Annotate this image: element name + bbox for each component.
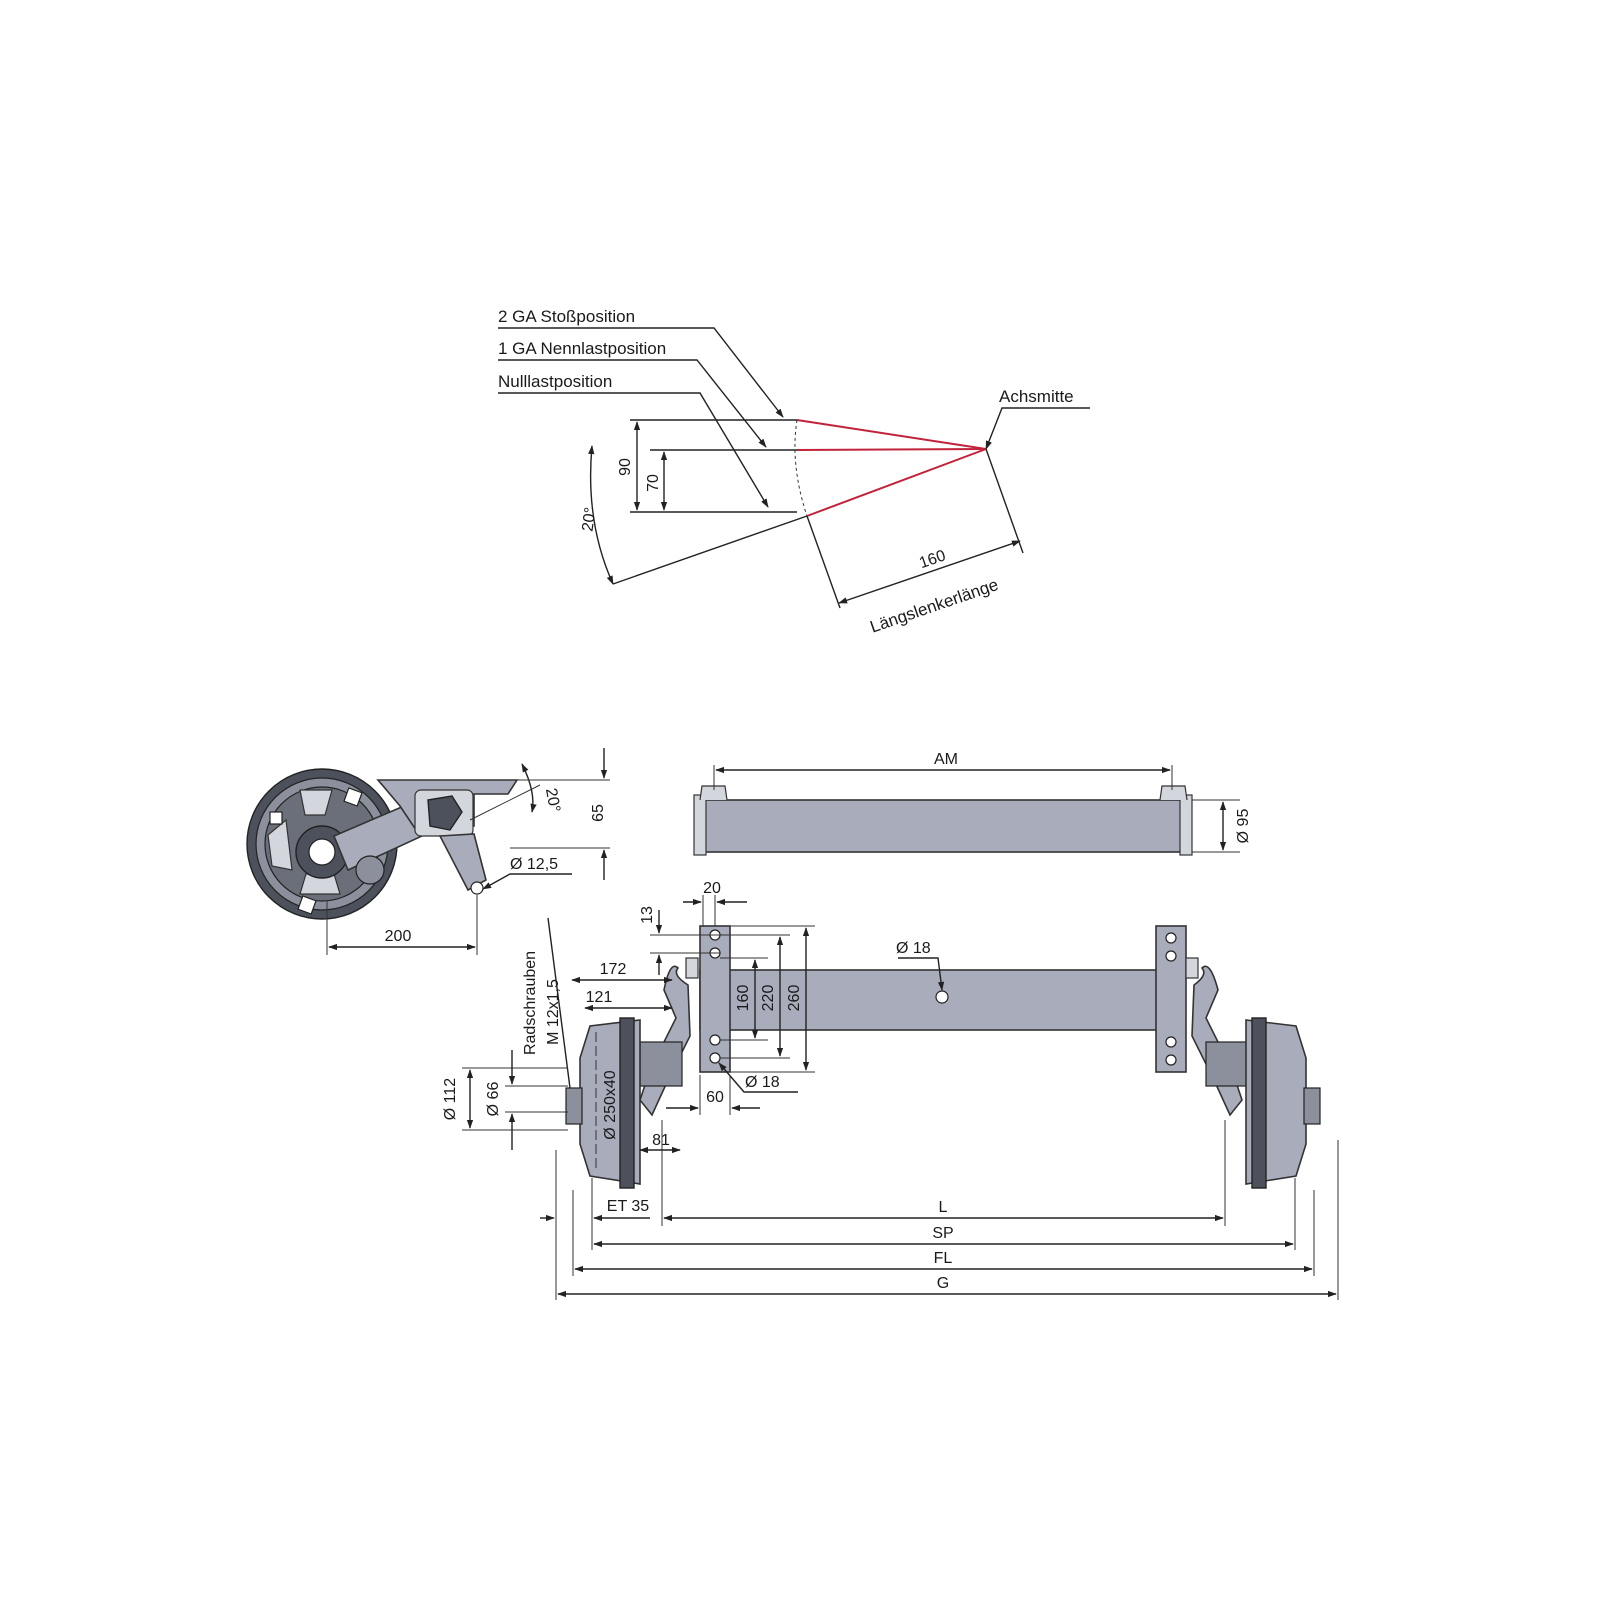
swing-arm-left [639, 965, 691, 1117]
arm-pivot-right [1185, 957, 1199, 979]
ext-line-arm-start [806, 515, 841, 609]
front-label-wheel-bolts: Radschrauben [522, 951, 539, 1055]
plate-hole [709, 1052, 721, 1064]
label-arm-length: Längslenkerlänge [868, 575, 1001, 637]
angle-20: 20° [579, 506, 599, 532]
front-dim-13: 13 [639, 906, 656, 924]
front-dim-drum: Ø 250x40 [602, 1070, 619, 1139]
hub-center [308, 838, 336, 866]
front-dim-l: L [939, 1199, 948, 1216]
top-dim-95: Ø 95 [1235, 809, 1252, 844]
leader-wheel-bolts [547, 917, 571, 1089]
plate-hole [709, 1034, 721, 1046]
swing-arm-right [1191, 965, 1243, 1117]
dim-70: 70 [645, 474, 662, 492]
side-angle-20: 20° [542, 787, 563, 814]
bracket-plate-right [1155, 925, 1187, 1073]
dim-90: 90 [617, 458, 634, 476]
front-dim-60: 60 [706, 1089, 724, 1106]
tube-end-cap-right [1179, 794, 1193, 856]
leader-axle-center [985, 407, 1090, 450]
wheel-bolt-square [297, 895, 317, 915]
travel-line-bump [796, 419, 987, 450]
front-dim-20: 20 [703, 880, 721, 897]
front-view: 20 13 172 121 160 220 260 Ø 18 Ø 18 [442, 880, 1339, 1300]
leader-bump-position [498, 327, 784, 418]
leader-hole-125 [482, 873, 572, 890]
center-hole [935, 990, 949, 1004]
plate-hole [1165, 932, 1177, 944]
brake-shoe-left [267, 818, 293, 871]
top-view: AM Ø 95 [693, 751, 1252, 856]
top-dim-am: AM [934, 751, 958, 768]
front-dim-hole-18-plate: Ø 18 [745, 1074, 780, 1091]
leader-zero-load-position [498, 392, 769, 508]
hub-cap-right [1303, 1087, 1321, 1125]
lug-hole [470, 881, 484, 895]
travel-line-rated [796, 448, 987, 451]
front-dim-172: 172 [600, 961, 627, 978]
drum-flange-right [1251, 1017, 1267, 1189]
front-dim-260: 260 [786, 985, 803, 1012]
side-dim-200: 200 [385, 928, 412, 945]
leader-rated-load-position [498, 359, 767, 448]
front-dim-81: 81 [652, 1132, 670, 1149]
wheel-bolt-square [343, 787, 363, 807]
arm-pivot-left [685, 957, 699, 979]
axle-tube-front [699, 969, 1161, 1031]
front-dim-160: 160 [735, 985, 752, 1012]
plate-hole [1165, 1054, 1177, 1066]
angle-arc-20 [588, 445, 614, 585]
front-dim-g: G [937, 1275, 949, 1292]
front-dim-66: Ø 66 [485, 1082, 502, 1117]
front-dim-121: 121 [586, 989, 613, 1006]
side-dim-65: 65 [590, 804, 607, 822]
spindle-right [1205, 1041, 1249, 1087]
plate-hole [1165, 950, 1177, 962]
axle-tube-top-view [697, 799, 1189, 853]
leader-hole-18-plate [718, 1062, 798, 1093]
label-rated-load-position: 1 GA Nennlastposition [498, 339, 666, 358]
wheel-bolt-square [269, 811, 283, 825]
brake-shoe-top [299, 789, 333, 816]
label-zero-load-position: Nulllastposition [498, 372, 612, 391]
label-bump-position: 2 GA Stoßposition [498, 307, 635, 326]
dim-160: 160 [917, 547, 948, 572]
shock-mount-lug [438, 833, 487, 892]
front-dim-hole-18-center: Ø 18 [896, 940, 931, 957]
front-dim-et: ET 35 [607, 1198, 650, 1215]
ext-line-arm-end [985, 448, 1024, 554]
brake-cylinder [355, 855, 385, 885]
front-dim-220: 220 [760, 985, 777, 1012]
side-view: 20° 65 Ø 12,5 200 [246, 748, 610, 955]
arm-swing-arc [794, 419, 808, 517]
travel-line-zero [806, 448, 987, 517]
bracket-tab-right [1159, 785, 1188, 801]
hub-cap-left [565, 1087, 583, 1125]
tube-end-cap-left [693, 794, 707, 856]
angle-arc-side-20 [521, 763, 537, 813]
suspension-geometry-diagram: 2 GA Stoßposition 1 GA Nennlastposition … [498, 307, 1090, 637]
dim-line-160 [838, 540, 1021, 604]
drum-flange-left [619, 1017, 635, 1189]
plate-hole [1165, 1036, 1177, 1048]
angle-ray-20 [612, 515, 808, 585]
label-axle-center: Achsmitte [999, 387, 1074, 406]
front-dim-fl: FL [934, 1250, 953, 1267]
spindle-left [639, 1041, 683, 1087]
side-dim-hole-125: Ø 12,5 [510, 856, 558, 873]
front-dim-sp: SP [932, 1225, 953, 1242]
front-label-bolt-thread: M 12x1,5 [545, 979, 562, 1045]
rubber-element [427, 795, 463, 831]
front-dim-112: Ø 112 [442, 1078, 459, 1121]
leader-hole-18-center [898, 957, 945, 991]
